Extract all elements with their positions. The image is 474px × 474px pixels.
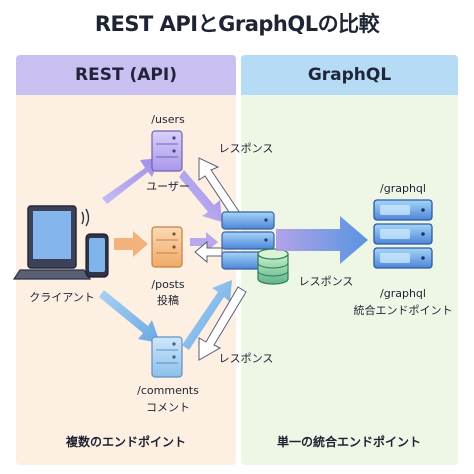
database-icon — [257, 248, 289, 285]
posts-endpoint-path: /posts — [151, 278, 185, 291]
users-endpoint-name: ユーザー — [146, 180, 190, 193]
client-label: クライアント — [29, 291, 95, 304]
phone-icon — [85, 233, 109, 278]
comments-to-server-arrow — [182, 280, 232, 350]
posts-server-icon — [151, 226, 183, 268]
response-label-bottom: レスポンス — [218, 352, 274, 365]
rest-server-stack-icon — [221, 211, 275, 270]
comments-endpoint-path: /comments — [137, 384, 199, 397]
response-arrow-posts — [194, 240, 223, 264]
graphql-request-arrow — [276, 216, 368, 264]
page-title: REST APIとGraphQLの比較 — [94, 12, 380, 36]
graphql-header: GraphQL — [241, 55, 458, 95]
rest-footer: 複数のエンドポイント — [65, 435, 187, 449]
graphql-server-stack-icon — [373, 199, 433, 269]
users-to-server-arrow — [179, 170, 222, 222]
comments-server-icon — [151, 336, 183, 378]
graphql-endpoint-path-top: /graphql — [380, 182, 426, 195]
posts-to-server-arrow — [190, 232, 218, 252]
wifi-icon — [81, 208, 90, 227]
graphql-endpoint-name: 統合エンドポイント — [353, 304, 453, 317]
rest-header: REST (API) — [16, 55, 236, 95]
users-endpoint-path: /users — [151, 113, 185, 126]
response-arrow-comments — [198, 286, 247, 361]
response-label-top: レスポンス — [218, 142, 274, 155]
response-arrow-users — [198, 157, 241, 219]
request-arrow-comments — [99, 290, 160, 343]
users-server-icon — [151, 130, 183, 172]
request-arrow-posts — [114, 231, 148, 257]
graphql-footer: 単一の統合エンドポイント — [276, 435, 422, 449]
comments-endpoint-name: コメント — [146, 401, 190, 414]
graphql-endpoint-path-bottom: /graphql — [380, 287, 426, 300]
request-arrow-users — [102, 158, 160, 204]
posts-endpoint-name: 投稿 — [157, 294, 179, 307]
graphql-response-label: レスポンス — [298, 275, 354, 288]
laptop-icon — [12, 205, 92, 280]
